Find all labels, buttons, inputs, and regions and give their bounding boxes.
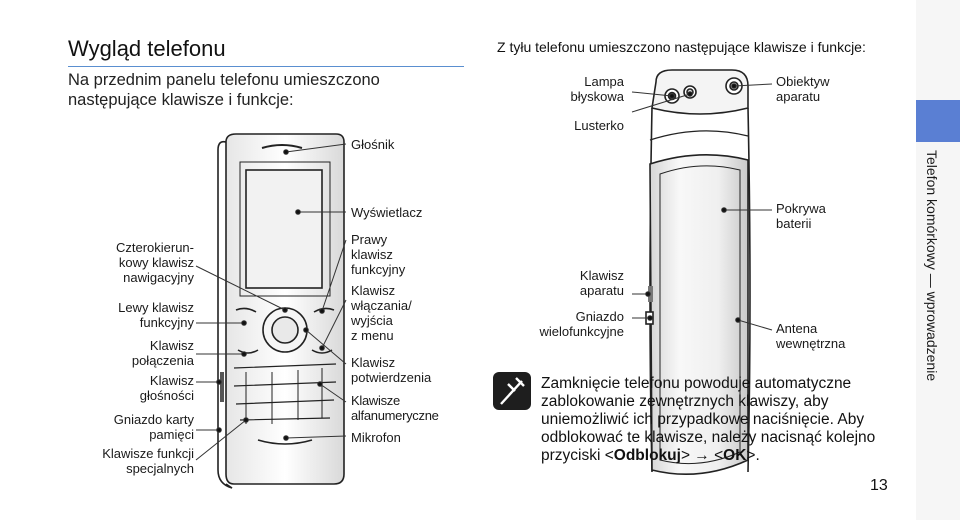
label-nav-key: Czterokierun- kowy klawisz nawigacyjny bbox=[115, 240, 194, 285]
label-special-function-keys: Klawisze funkcji specjalnych bbox=[102, 446, 194, 476]
label-alphanumeric-keys: Klawisze alfanumeryczne bbox=[351, 393, 439, 423]
label-speaker: Głośnik bbox=[351, 137, 395, 152]
label-memory-card-slot: Gniazdo karty pamięci bbox=[113, 412, 194, 442]
unlock-key-name: Odblokuj bbox=[613, 447, 681, 464]
note-icon bbox=[493, 372, 531, 410]
back-intro: Z tyłu telefonu umieszczono następujące … bbox=[497, 39, 866, 55]
label-multifunction-jack: Gniazdo wielofunkcyjne bbox=[539, 309, 624, 339]
label-right-soft-key: Prawy klawisz funkcyjny bbox=[351, 232, 406, 277]
label-internal-antenna: Antena wewnętrzna bbox=[776, 321, 846, 351]
label-volume-key: Klawisz głośności bbox=[139, 373, 194, 403]
back-leaders bbox=[631, 83, 773, 331]
label-call-key: Klawisz połączenia bbox=[131, 338, 194, 368]
note-text: Zamknięcie telefonu powoduje automatyczn… bbox=[541, 375, 876, 464]
label-battery-cover: Pokrywa baterii bbox=[776, 201, 826, 231]
side-strip bbox=[916, 0, 960, 520]
label-microphone: Mikrofon bbox=[351, 430, 401, 445]
label-camera-key: Klawisz aparatu bbox=[579, 268, 624, 298]
back-phone bbox=[645, 69, 751, 476]
label-confirm-key: Klawisz potwierdzenia bbox=[351, 355, 432, 385]
label-display: Wyświetlacz bbox=[351, 205, 423, 220]
label-mirror: Lusterko bbox=[574, 118, 624, 133]
label-power-end-key: Klawisz włączania/ wyjścia z menu bbox=[351, 283, 412, 343]
title-divider bbox=[68, 66, 464, 67]
page-title: Wygląd telefonu bbox=[68, 36, 226, 61]
front-intro: Na przednim panelu telefonu umieszczono … bbox=[68, 71, 380, 109]
front-phone bbox=[217, 133, 345, 489]
page-number: 13 bbox=[870, 477, 888, 494]
side-tab-label: Telefon komórkowy — wprowadzenie bbox=[924, 150, 940, 382]
ok-key-name: OK bbox=[723, 447, 747, 464]
side-tab-marker bbox=[916, 100, 960, 142]
label-flash: Lampa błyskowa bbox=[570, 74, 624, 104]
front-leaders bbox=[195, 143, 347, 461]
label-left-soft-key: Lewy klawisz funkcyjny bbox=[118, 300, 194, 330]
label-camera-lens: Obiektyw aparatu bbox=[776, 74, 830, 104]
